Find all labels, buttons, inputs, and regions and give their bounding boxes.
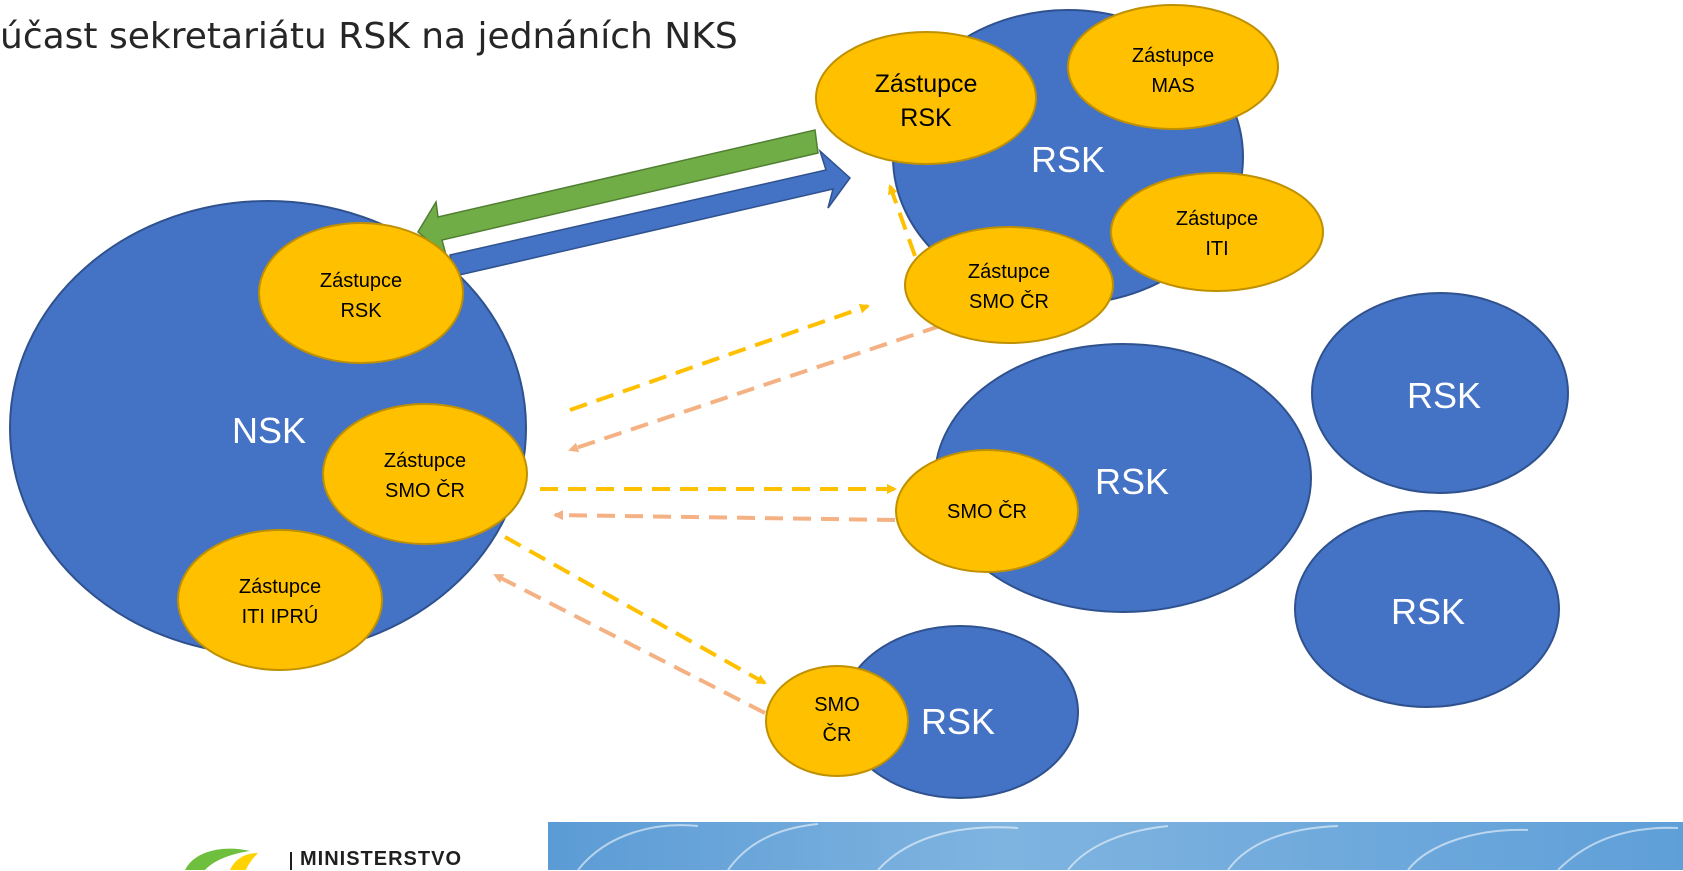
rep-top-rsk: Zástupce RSK bbox=[815, 31, 1037, 165]
footer-pattern bbox=[577, 823, 1679, 870]
svg-text:Zástupce: Zástupce bbox=[320, 270, 402, 292]
logo-text: MINISTERSTVO bbox=[300, 848, 463, 870]
rsk-right-bottom-circle bbox=[1294, 510, 1560, 708]
svg-text:RSK: RSK bbox=[340, 300, 382, 322]
arrow-blue-to-rsk bbox=[449, 148, 852, 277]
ministry-logo-icon bbox=[185, 848, 258, 870]
dashed-arrow-top-smo-to-nsk bbox=[568, 324, 941, 453]
svg-text:SMO ČR: SMO ČR bbox=[385, 479, 465, 502]
svg-text:RSK: RSK bbox=[900, 104, 952, 132]
rsk-top-label: RSK bbox=[1031, 139, 1105, 180]
dashed-arrow-nsk-to-bottom-smo bbox=[504, 535, 767, 685]
bidirectional-arrows bbox=[417, 129, 852, 277]
svg-text:Zástupce: Zástupce bbox=[239, 576, 321, 598]
rep-mid-smo: SMO ČR bbox=[895, 449, 1079, 573]
svg-text:ITI: ITI bbox=[1205, 238, 1228, 260]
rsk-right-bottom-label: RSK bbox=[1391, 591, 1465, 632]
slide-title: účast sekretariátu RSK na jednáních NKS bbox=[0, 16, 738, 57]
rsk-right-top-label: RSK bbox=[1407, 375, 1481, 416]
svg-text:Zástupce: Zástupce bbox=[1132, 45, 1214, 67]
svg-text:Zástupce: Zástupce bbox=[1176, 208, 1258, 230]
rep-top-mas: Zástupce MAS bbox=[1067, 4, 1279, 130]
svg-text:ČR: ČR bbox=[823, 723, 852, 746]
rep-top-smo: Zástupce SMO ČR bbox=[904, 226, 1114, 344]
svg-text:Zástupce: Zástupce bbox=[875, 70, 978, 98]
logo-divider bbox=[290, 852, 292, 870]
svg-text:SMO ČR: SMO ČR bbox=[969, 290, 1049, 313]
rep-bottom-smo: SMO ČR bbox=[765, 665, 909, 777]
svg-text:MAS: MAS bbox=[1151, 75, 1194, 97]
rsk-right-top-circle bbox=[1311, 292, 1569, 494]
rep-nsk-iti: Zástupce ITI IPRÚ bbox=[177, 529, 383, 671]
nsk-label: NSK bbox=[232, 410, 306, 451]
footer-decorative-band bbox=[548, 822, 1683, 870]
svg-text:ITI IPRÚ: ITI IPRÚ bbox=[242, 605, 319, 628]
rsk-bottom-label: RSK bbox=[921, 701, 995, 742]
dashed-arrow-bottom-smo-to-nsk bbox=[493, 573, 766, 715]
dashed-arrow-mid-smo-to-nsk bbox=[553, 510, 896, 522]
dashed-arrow-nsk-to-top-smo bbox=[569, 303, 870, 412]
svg-text:Zástupce: Zástupce bbox=[968, 261, 1050, 283]
svg-text:SMO ČR: SMO ČR bbox=[947, 500, 1027, 523]
svg-text:Zástupce: Zástupce bbox=[384, 450, 466, 472]
svg-text:SMO: SMO bbox=[814, 694, 860, 716]
rsk-mid-label: RSK bbox=[1095, 461, 1169, 502]
dashed-arrow-top-smo-to-rsk bbox=[887, 184, 917, 257]
rep-nsk-rsk: Zástupce RSK bbox=[258, 222, 464, 364]
rep-top-iti: Zástupce ITI bbox=[1110, 172, 1324, 292]
rep-nsk-smo: Zástupce SMO ČR bbox=[322, 403, 528, 545]
